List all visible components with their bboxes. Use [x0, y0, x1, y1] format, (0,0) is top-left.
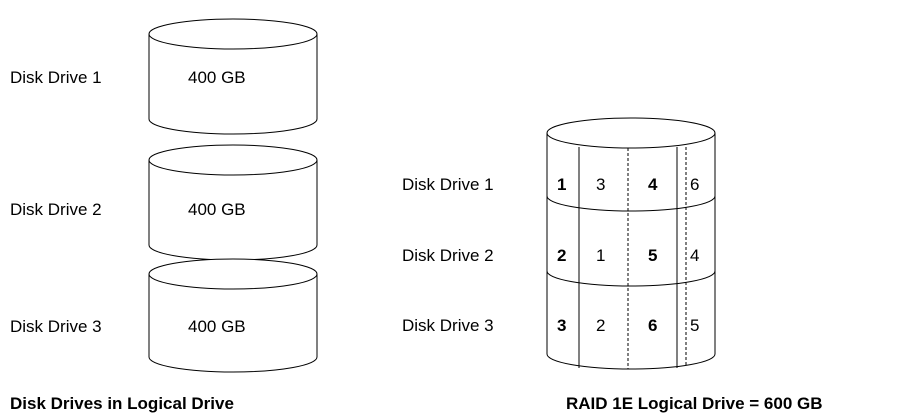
disk-drive-2-capacity: 400 GB — [188, 200, 246, 219]
disk-drive-3-cylinder: Disk Drive 3 400 GB — [10, 258, 318, 373]
cell-r1-c1: 1 — [557, 175, 566, 194]
left-caption: Disk Drives in Logical Drive — [10, 394, 234, 413]
row-divider-2 — [546, 270, 716, 287]
disk-drive-3-label: Disk Drive 3 — [10, 317, 102, 336]
disk-drive-2-cylinder: Disk Drive 2 400 GB — [10, 144, 318, 261]
cell-r2-c1: 2 — [557, 246, 566, 265]
disk-drive-1-label: Disk Drive 1 — [10, 68, 102, 87]
row-divider-1 — [546, 195, 716, 212]
cell-r2-c2: 1 — [596, 246, 605, 265]
cell-r3-c2: 2 — [596, 316, 605, 335]
disk-drive-2-label: Disk Drive 2 — [10, 200, 102, 219]
cell-r3-c3: 6 — [648, 316, 657, 335]
right-caption: RAID 1E Logical Drive = 600 GB — [566, 394, 823, 413]
cell-r1-c4: 6 — [690, 175, 699, 194]
disk-drive-3-capacity: 400 GB — [188, 317, 246, 336]
cell-r1-c2: 3 — [596, 175, 605, 194]
cell-r3-c4: 5 — [690, 316, 699, 335]
raid-row-3-label: Disk Drive 3 — [402, 316, 494, 335]
cell-r3-c1: 3 — [557, 316, 566, 335]
disk-drive-1-cylinder: Disk Drive 1 400 GB — [10, 18, 318, 135]
raid-row-2-label: Disk Drive 2 — [402, 246, 494, 265]
cell-r2-c4: 4 — [690, 246, 699, 265]
disk-drive-1-capacity: 400 GB — [188, 68, 246, 87]
raid-row-1-label: Disk Drive 1 — [402, 175, 494, 194]
raid-logical-drive: Disk Drive 1 Disk Drive 2 Disk Drive 3 1… — [402, 117, 823, 413]
left-disk-stack: Disk Drive 1 400 GB Disk Drive 2 400 GB … — [10, 18, 318, 413]
cell-r1-c3: 4 — [648, 175, 658, 194]
cell-r2-c3: 5 — [648, 246, 657, 265]
raid-cells: 1 3 4 6 2 1 5 4 3 2 6 5 — [557, 175, 699, 335]
